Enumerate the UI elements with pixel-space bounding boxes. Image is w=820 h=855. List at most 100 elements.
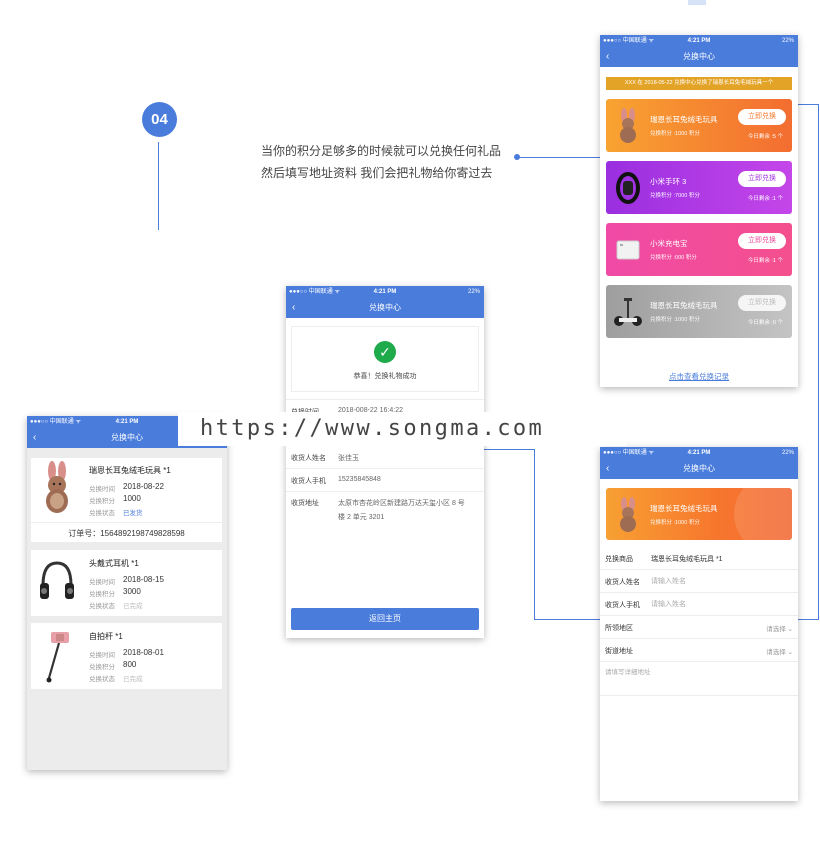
- receiver-name-input[interactable]: [651, 575, 781, 588]
- exchange-time-value: 2018-008-22 16:4:22: [338, 407, 403, 414]
- battery-indicator: 22%: [781, 450, 794, 456]
- exchange-notice-banner: XXX 在 2018-05-22 兑换中心兑换了瑞恩长耳兔毛绒玩具一个: [606, 77, 792, 90]
- order-time: 2018-08-01: [123, 648, 164, 657]
- divider: [286, 491, 484, 492]
- connector-line: [484, 449, 534, 450]
- chevron-down-icon: ⌄: [787, 649, 793, 656]
- redeem-button[interactable]: 立即兑换: [738, 171, 786, 187]
- back-arrow-icon[interactable]: ‹: [292, 302, 296, 313]
- success-panel: ✓ 恭喜！兑换礼物成功: [291, 326, 479, 392]
- order-card[interactable]: 瑞恩长耳兔绒毛玩具 *1 兑换时间 2018-08-22 兑换积分 1000 兑…: [31, 458, 222, 542]
- carrier-signal: ●●●○○ 中国联通 ᯤ: [30, 419, 81, 425]
- order-points-label: 兑换积分: [89, 664, 115, 671]
- gift-points: 兑换积分 :1000 积分: [650, 520, 700, 526]
- gift-card: 小米充电宝 兑换积分 :000 积分 立即兑换 今日剩余 :1 个: [606, 223, 792, 276]
- intro-line-2: 然后填写地址资料 我们会把礼物给你寄过去: [261, 166, 493, 180]
- receiver-phone-input[interactable]: [651, 598, 781, 611]
- carrier-signal: ●●●○○ 中国联通 ᯤ: [603, 450, 654, 456]
- connector-line: [534, 449, 535, 619]
- status-time: 4:21 PM: [687, 450, 711, 456]
- region-row[interactable]: 所领地区 请选择 ⌄: [600, 616, 798, 639]
- gift-remaining: 今日剩余 :0 个: [747, 320, 783, 326]
- gift-card: 瑞恩长耳兔绒毛玩具 兑换积分 :1000 积分 立即兑换 今日剩余 :0 个: [606, 285, 792, 338]
- order-time-label: 兑换时间: [89, 652, 115, 659]
- order-status-label: 兑换状态: [89, 603, 115, 610]
- exchange-record-link[interactable]: 点击查看兑换记录: [669, 372, 729, 381]
- redeem-button[interactable]: 立即兑换: [738, 233, 786, 249]
- order-points: 3000: [123, 587, 141, 596]
- status-bar: ●●●○○ 中国联通 ᯤ 4:21 PM 22%: [600, 447, 798, 459]
- intro-line-1: 当你的积分足够多的时候就可以兑换任何礼品: [261, 144, 502, 158]
- name-label: 收货人姓名: [605, 579, 640, 586]
- connector-line: [798, 104, 818, 105]
- region-select-text: 请选择: [766, 626, 786, 633]
- region-select[interactable]: 请选择 ⌄: [766, 623, 793, 633]
- intro-text: 当你的积分足够多的时候就可以兑换任何礼品 然后填写地址资料 我们会把礼物给你寄过…: [261, 140, 501, 184]
- detail-address-input[interactable]: [605, 666, 791, 694]
- region-label: 所领地区: [605, 625, 633, 632]
- chevron-down-icon: ⌄: [787, 626, 793, 633]
- carrier-signal: ●●●○○ 中国联通 ᯤ: [289, 289, 340, 295]
- street-row[interactable]: 街道地址 请选择 ⌄: [600, 639, 798, 662]
- connector-line: [798, 619, 818, 620]
- gift-remaining: 今日剩余 :5 个: [747, 134, 783, 140]
- battery-indicator: 22%: [467, 289, 480, 295]
- nav-bar: ‹ 兑换中心: [600, 47, 798, 67]
- gift-card: 瑞恩长耳兔绒毛玩具 兑换积分 :1000 积分 立即兑换 今日剩余 :5 个: [606, 99, 792, 152]
- order-time-label: 兑换时间: [89, 486, 115, 493]
- status-bar: ●●●○○ 中国联通 ᯤ 4:21 PM: [27, 416, 227, 428]
- order-status-completed: 已完成: [123, 603, 143, 610]
- status-time: 4:21 PM: [373, 289, 397, 295]
- divider: [286, 399, 484, 400]
- back-arrow-icon[interactable]: ‹: [33, 432, 37, 443]
- connector-line: [518, 157, 600, 158]
- plush-rabbit-icon: [46, 461, 68, 513]
- order-card[interactable]: 自拍杆 *1 兑换时间 2018-08-01 兑换积分 800 兑换状态 已完成: [31, 623, 222, 689]
- exchange-screen: ●●●○○ 中国联通 ᯤ 4:21 PM 22% ‹ 兑换中心 XXX 在 20…: [600, 35, 798, 387]
- gift-name: 瑞恩长耳兔绒毛玩具: [650, 115, 718, 124]
- status-time: 4:21 PM: [115, 419, 139, 425]
- back-arrow-icon[interactable]: ‹: [606, 51, 610, 62]
- redeem-button-disabled[interactable]: 立即兑换: [738, 295, 786, 311]
- connector-dot: [514, 154, 520, 160]
- gift-points: 兑换积分 :000 积分: [650, 255, 697, 261]
- nav-bar: ‹ 兑换中心: [286, 298, 484, 318]
- order-product-name: 瑞恩长耳兔绒毛玩具 *1: [89, 466, 171, 475]
- order-card[interactable]: 头戴式耳机 *1 兑换时间 2018-08-15 兑换积分 3000 兑换状态 …: [31, 550, 222, 616]
- order-time: 2018-08-15: [123, 575, 164, 584]
- gift-remaining: 今日剩余 :1 个: [747, 258, 783, 264]
- power-bank-icon: [616, 240, 640, 260]
- order-points-label: 兑换积分: [89, 591, 115, 598]
- order-number: 订单号：1564892198749828598: [68, 529, 185, 538]
- gift-name: 瑞恩长耳兔绒毛玩具: [650, 504, 718, 513]
- product-label: 兑换商品: [605, 556, 633, 563]
- divider: [600, 695, 798, 696]
- order-product-name: 自拍杆 *1: [89, 632, 123, 641]
- success-message: 恭喜！兑换礼物成功: [353, 373, 417, 380]
- order-status-label: 兑换状态: [89, 510, 115, 517]
- return-home-button[interactable]: 返回主页: [291, 608, 479, 630]
- status-time: 4:21 PM: [687, 38, 711, 44]
- redeem-button[interactable]: 立即兑换: [738, 109, 786, 125]
- receiver-phone-value: 15235845848: [338, 476, 381, 483]
- back-arrow-icon[interactable]: ‹: [606, 463, 610, 474]
- order-status-completed: 已完成: [123, 676, 143, 683]
- page-title: 兑换中心: [683, 52, 715, 61]
- receiver-address-label: 收货地址: [291, 500, 319, 507]
- order-status-shipped: 已发货: [123, 510, 143, 517]
- gift-points: 兑换积分 :1000 积分: [650, 131, 700, 137]
- step-number-badge: 04: [142, 102, 177, 137]
- product-value: 瑞恩长耳兔绒毛玩具 *1: [651, 556, 723, 563]
- selected-gift-card: 瑞恩长耳兔绒毛玩具 兑换积分 :1000 积分: [606, 488, 792, 540]
- watermark-url: https://www.songma.com: [178, 412, 626, 446]
- nav-bar: ‹ 兑换中心: [600, 459, 798, 479]
- receiver-name-value: 张佳玉: [338, 455, 359, 462]
- gift-name: 瑞恩长耳兔绒毛玩具: [650, 301, 718, 310]
- street-select[interactable]: 请选择 ⌄: [766, 646, 793, 656]
- order-points: 1000: [123, 494, 141, 503]
- product-row: 兑换商品 瑞恩长耳兔绒毛玩具 *1: [600, 547, 798, 570]
- gift-name: 小米手环 3: [650, 177, 687, 186]
- connector-line: [534, 619, 600, 620]
- receiver-address-value-line2: 楼 2 单元 3201: [338, 514, 385, 521]
